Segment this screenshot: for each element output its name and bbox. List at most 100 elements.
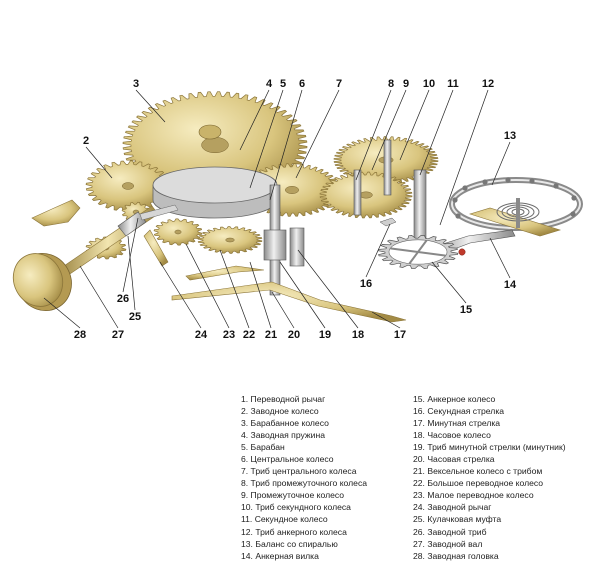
legend-item: 2. Заводное колесо (241, 406, 319, 417)
setting-lever (31, 199, 81, 227)
callout-number-16: 16 (360, 278, 372, 290)
hour-hand (185, 265, 265, 281)
escape-wheel-spoke (390, 247, 419, 253)
balance-arm (468, 207, 562, 237)
legend-item: 12. Триб анкерного колеса (241, 526, 347, 537)
center-wheel-hub (285, 186, 299, 194)
legend-item: 8. Триб промежуточного колеса (241, 478, 368, 489)
legend-item: 22. Большое переводное колесо (413, 478, 544, 489)
barrel-top (152, 166, 278, 204)
callout-leader-8 (355, 89, 392, 181)
callout-number-11: 11 (447, 78, 459, 90)
callout-leader-16 (365, 223, 391, 278)
callout-leader-23 (185, 243, 230, 329)
callout-number-3: 3 (133, 78, 139, 90)
callout-number-5: 5 (280, 78, 286, 90)
legend-item: 4. Заводная пружина (241, 430, 325, 441)
legend-item: 3. Барабанное колесо (241, 418, 329, 429)
legend-item: 7. Триб центрального колеса (241, 466, 357, 477)
callout-number-24: 24 (195, 329, 208, 341)
legend-item: 6. Центральное колесо (241, 454, 334, 465)
legend-item: 15. Анкерное колесо (413, 394, 496, 404)
callout-leader-5 (249, 89, 284, 189)
callout-leader-28 (43, 297, 81, 329)
balance-screws (452, 177, 577, 219)
callout-leader-13 (491, 141, 511, 186)
callout-number-8: 8 (388, 78, 394, 90)
callout-number-7: 7 (336, 78, 342, 90)
callout-leader-26 (122, 217, 139, 293)
minute-hand (171, 281, 407, 323)
callout-leader-20 (271, 291, 295, 329)
callout-leader-15 (431, 261, 467, 304)
cannon-pinion (263, 229, 287, 261)
hour-wheel-pipe (289, 227, 305, 267)
callout-number-21: 21 (265, 329, 277, 341)
yoke-spring (139, 204, 179, 221)
legend-item: 10. Триб секундного колеса (241, 502, 351, 513)
callout-leader-17 (371, 311, 401, 329)
fourth-wheel-hub (359, 191, 373, 199)
pallet-jewel (458, 248, 466, 256)
callout-number-25: 25 (129, 311, 141, 323)
legend-item: 24. Заводной рычаг (413, 502, 492, 513)
callout-number-6: 6 (299, 78, 305, 90)
third-wheel-arbor (383, 139, 392, 196)
callout-leader-9 (371, 89, 407, 171)
escape-wheel-spoke (417, 251, 446, 257)
escape-wheel (377, 234, 459, 270)
callout-number-15: 15 (460, 304, 472, 316)
yoke-lever (143, 229, 169, 267)
callout-leader-25 (127, 235, 136, 311)
legend-item: 26. Заводной триб (413, 526, 487, 537)
callout-number-26: 26 (117, 293, 129, 305)
callout-number-22: 22 (243, 329, 255, 341)
callout-leader-21 (249, 261, 272, 329)
barrel-wheel-hub (201, 136, 229, 154)
callout-number-20: 20 (288, 329, 300, 341)
callout-number-18: 18 (352, 329, 364, 341)
clutch-wheel (117, 211, 147, 237)
callout-leader-6 (269, 89, 303, 201)
legend-item: 14. Анкерная вилка (241, 550, 319, 561)
callout-leader-2 (85, 146, 113, 179)
legend-item: 13. Баланс со спиралью (241, 538, 338, 549)
callout-number-17: 17 (394, 329, 406, 341)
callout-leader-3 (135, 89, 166, 123)
callout-leader-27 (79, 265, 119, 329)
fourth-arbor (353, 169, 362, 216)
escape-wheel-arbor (413, 169, 427, 241)
callout-number-23: 23 (223, 329, 235, 341)
callout-number-9: 9 (403, 78, 409, 90)
legend-item: 16. Секундная стрелка (413, 406, 505, 417)
legend-item: 17. Минутная стрелка (413, 418, 501, 429)
callout-leader-14 (489, 237, 511, 279)
callout-leader-10 (399, 89, 430, 161)
legend-item: 23. Малое переводное колесо (413, 490, 534, 501)
callout-number-10: 10 (423, 78, 435, 90)
callout-leader-7 (295, 89, 340, 179)
legend-item: 20. Часовая стрелка (413, 454, 495, 465)
legend-item: 21. Вексельное колесо с трибом (413, 466, 543, 477)
callout-number-2: 2 (83, 135, 89, 147)
callout-number-28: 28 (74, 329, 86, 341)
callout-number-14: 14 (504, 279, 517, 291)
callout-leader-19 (279, 261, 326, 329)
legend-item: 18. Часовое колесо (413, 430, 491, 441)
callout-number-13: 13 (504, 130, 516, 142)
legend-item: 1. Переводной рычаг (241, 394, 326, 404)
escape-wheel-spoke (408, 251, 419, 265)
legend-item: 28. Заводная головка (413, 550, 499, 561)
callout-leader-4 (239, 89, 270, 151)
callout-leader-22 (219, 249, 250, 329)
minute-wheel-hub (225, 237, 235, 243)
legend-item: 5. Барабан (241, 442, 285, 453)
callout-leader-24 (159, 261, 202, 329)
callout-number-12: 12 (482, 78, 494, 90)
callout-number-27: 27 (112, 329, 124, 341)
legend-item: 19. Триб минутной стрелки (минутник) (413, 442, 566, 453)
legend-item: 9. Промежуточное колесо (241, 490, 345, 501)
callout-leader-12 (439, 89, 489, 226)
barrel-screw (198, 124, 222, 140)
